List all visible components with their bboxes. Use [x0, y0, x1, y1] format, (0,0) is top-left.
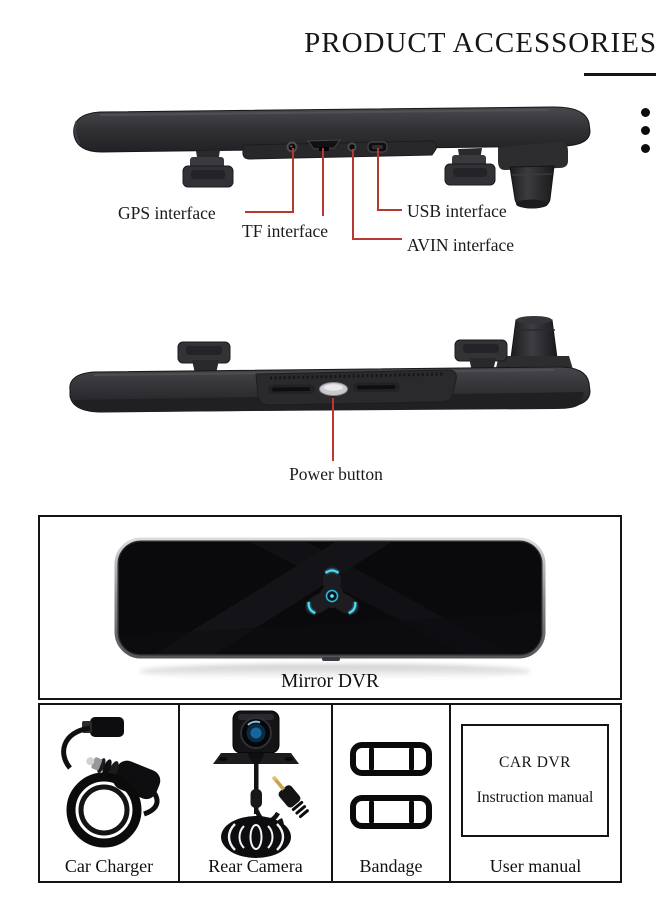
gps-leader-line [292, 148, 294, 212]
gps-interface-label: GPS interface [118, 203, 216, 223]
accessory-cell-user-manual: CAR DVR Instruction manual User manual [449, 703, 622, 883]
gps-leader-line-h [245, 211, 294, 213]
accessory-cell-bandage: Bandage [331, 703, 451, 883]
mirror-dvr-caption: Mirror DVR [280, 671, 380, 692]
manual-title: CAR DVR [499, 754, 571, 771]
power-leader-line [332, 398, 334, 461]
accessory-cell-rear-camera: Rear Camera [178, 703, 333, 883]
avin-interface-label: AVIN interface [407, 235, 515, 255]
avin-leader-line [352, 149, 354, 240]
manual-cover-image: CAR DVR Instruction manual [461, 724, 609, 837]
bandage-image [350, 742, 432, 829]
mirror-dvr-image [114, 537, 546, 661]
usb-interface-label: USB interface [407, 201, 507, 221]
device-power-view-image [69, 316, 591, 413]
power-button-label: Power button [289, 464, 383, 484]
rear-camera-caption: Rear Camera [208, 856, 303, 876]
device-ports-view-image [73, 106, 591, 209]
mirror-reflection [140, 664, 530, 679]
car-charger-caption: Car Charger [64, 856, 154, 876]
vertical-dots-icon [641, 108, 651, 162]
usb-leader-line-h [377, 209, 402, 211]
mirror-dvr-box: Mirror DVR [38, 515, 622, 700]
user-manual-caption: User manual [489, 856, 582, 876]
manual-subtitle: Instruction manual [476, 789, 594, 806]
bandage-caption: Bandage [359, 856, 423, 876]
car-charger-image [61, 717, 161, 848]
rear-camera-image [212, 710, 309, 858]
usb-leader-line [377, 148, 379, 210]
avin-leader-line-h [352, 238, 402, 240]
tf-leader-line [322, 148, 324, 216]
page-title: PRODUCT ACCESSORIES [304, 27, 657, 59]
tf-interface-label: TF interface [242, 221, 328, 241]
title-underline [584, 73, 656, 76]
accessory-cell-car-charger: Car Charger [38, 703, 180, 883]
